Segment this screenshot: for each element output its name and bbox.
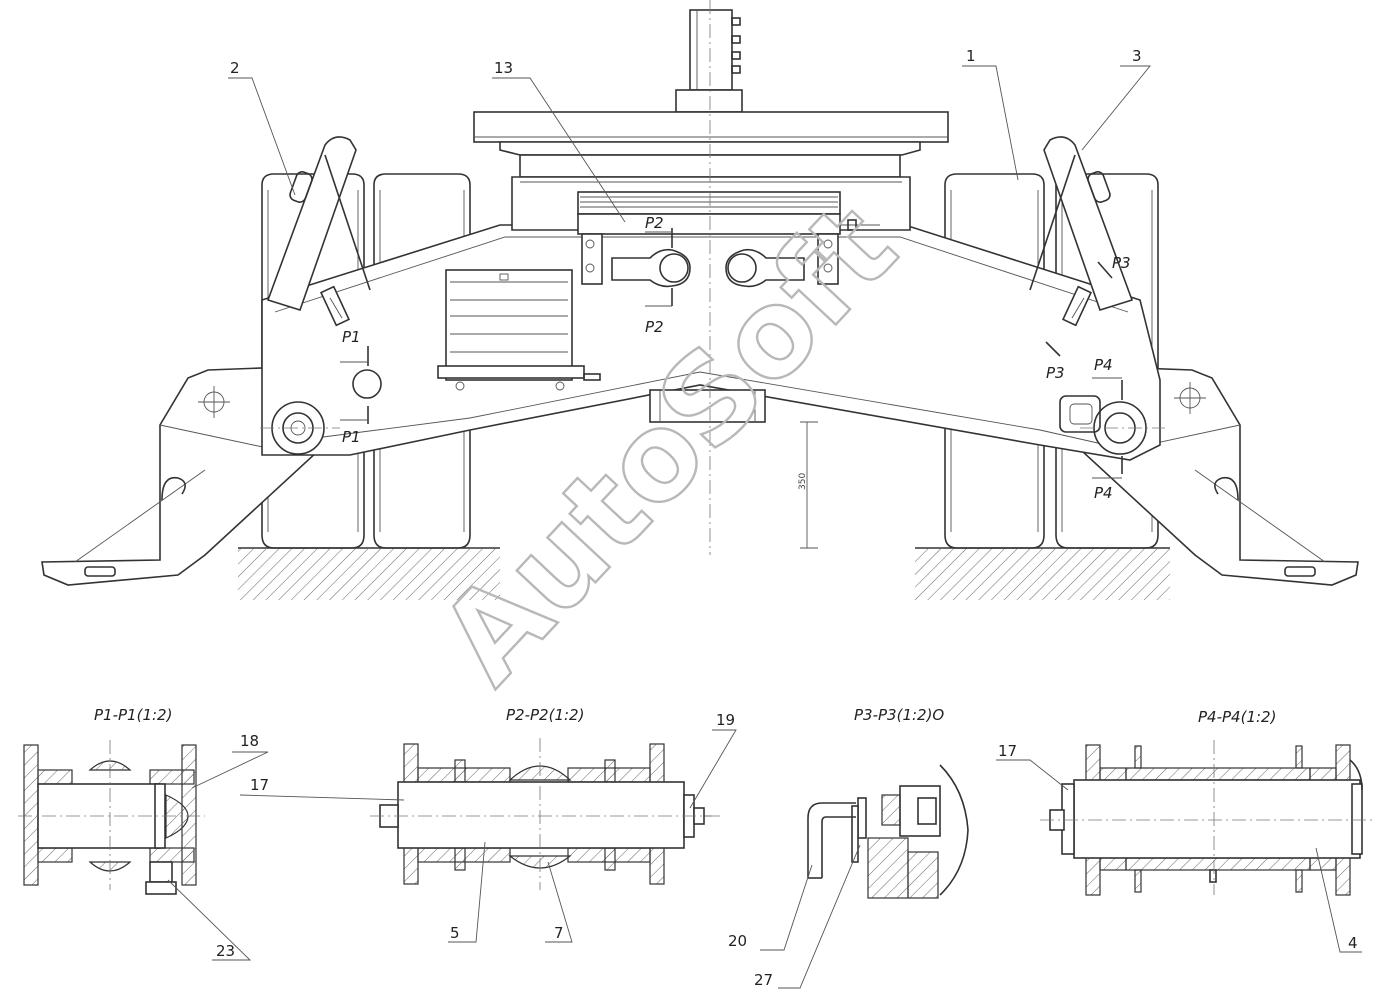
callout-19: 19 bbox=[716, 711, 735, 729]
control-box bbox=[437, 269, 601, 391]
section-title-p1: P1-P1(1:2) bbox=[94, 706, 172, 724]
dimension-label: 350 bbox=[798, 473, 808, 490]
main-assembly-view: 350 P1 P1 P2 P2 P3 P3 P4 P4 bbox=[41, 0, 1359, 600]
section-mark-p3-top: P3 bbox=[1112, 254, 1131, 272]
top-shaft bbox=[675, 9, 743, 113]
callout-5: 5 bbox=[450, 924, 460, 942]
box-13 bbox=[577, 191, 880, 288]
section-title-p3: P3-P3(1:2)O bbox=[854, 706, 944, 724]
section-cut-lines bbox=[340, 228, 1123, 479]
arm-left bbox=[266, 136, 371, 311]
latch-left bbox=[319, 285, 351, 327]
section-p3: P3-P3(1:2)O 20 27 bbox=[728, 706, 969, 989]
section-mark-p2-top: P2 bbox=[645, 214, 664, 232]
callout-17-p4: 17 bbox=[998, 742, 1017, 760]
dimension-350: 350 bbox=[798, 421, 818, 549]
callout-7: 7 bbox=[554, 924, 564, 942]
section-p1: P1-P1(1:2) 18 23 bbox=[18, 706, 269, 961]
section-p4: P4-P4(1:2) 17 4 bbox=[996, 708, 1375, 953]
section-mark-p4-top: P4 bbox=[1094, 356, 1113, 374]
section-mark-p3-bottom: P3 bbox=[1046, 364, 1065, 382]
callout-leaders-top bbox=[228, 65, 1151, 223]
callout-23: 23 bbox=[216, 942, 235, 960]
callout-4: 4 bbox=[1348, 934, 1358, 952]
ground-right bbox=[915, 547, 1170, 600]
callout-27: 27 bbox=[754, 971, 773, 989]
section-mark-p4-bottom: P4 bbox=[1094, 484, 1113, 502]
callout-13: 13 bbox=[494, 59, 513, 77]
section-p2: P2-P2(1:2) 19 17 5 7 bbox=[239, 706, 737, 943]
section-mark-p1-bottom: P1 bbox=[342, 428, 361, 446]
section-title-p2: P2-P2(1:2) bbox=[506, 706, 584, 724]
section-mark-p1-top: P1 bbox=[342, 328, 361, 346]
underbody-bracket bbox=[649, 389, 766, 423]
callout-17-p2: 17 bbox=[250, 776, 269, 794]
callout-1: 1 bbox=[966, 47, 976, 65]
section-mark-p2-bottom: P2 bbox=[645, 318, 664, 336]
callout-3: 3 bbox=[1132, 47, 1142, 65]
callout-20: 20 bbox=[728, 932, 747, 950]
callout-2: 2 bbox=[230, 59, 240, 77]
section-title-p4: P4-P4(1:2) bbox=[1198, 708, 1276, 726]
outrigger-left bbox=[41, 367, 332, 586]
arm-right bbox=[1029, 136, 1134, 311]
ground-left bbox=[238, 547, 500, 600]
latch-right bbox=[1061, 285, 1093, 327]
callout-18: 18 bbox=[240, 732, 259, 750]
